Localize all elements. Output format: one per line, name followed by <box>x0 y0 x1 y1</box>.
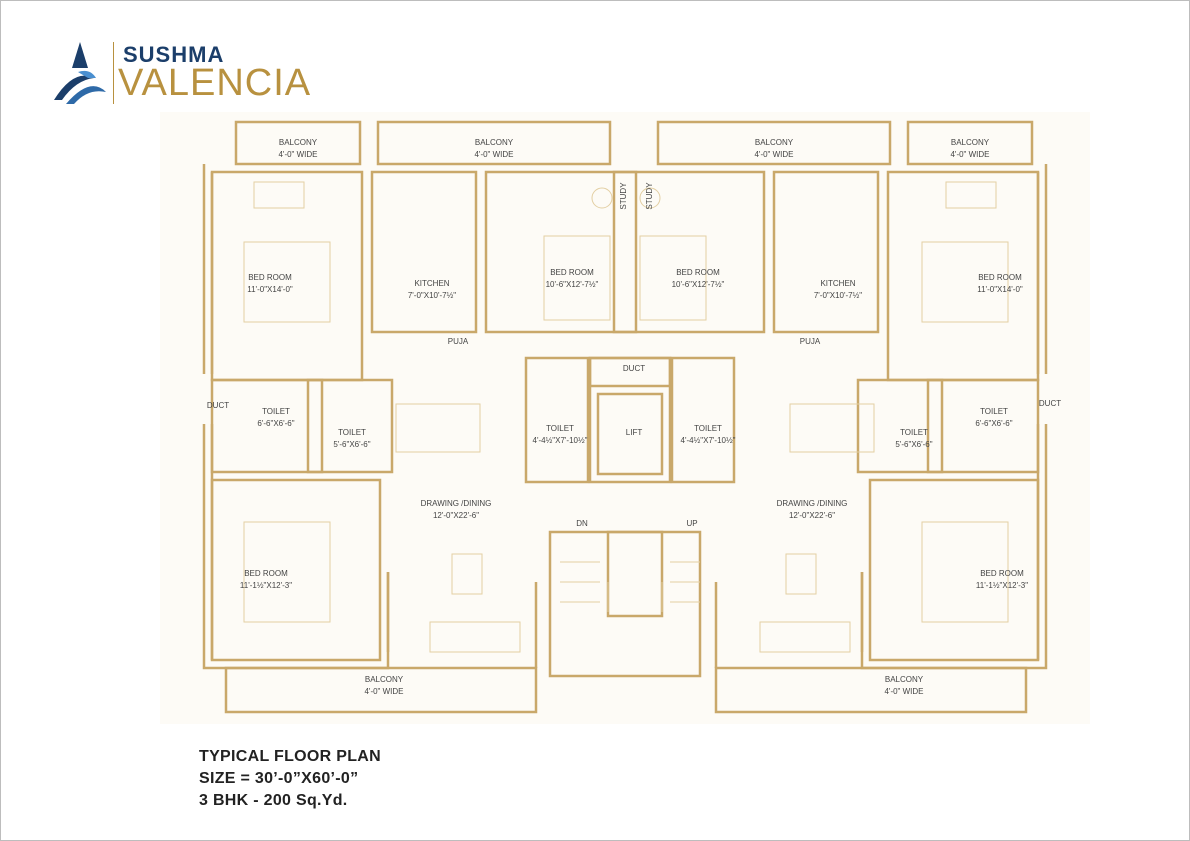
balcony-dim: 4'-0" WIDE <box>474 150 513 159</box>
puja-label: PUJA <box>448 337 469 346</box>
stair-down-label: DN <box>576 519 588 528</box>
drawing-dining-label: DRAWING /DINING <box>421 499 492 508</box>
floor-plan: BALCONY 4'-0" WIDE BALCONY 4'-0" WIDE BA… <box>160 112 1090 724</box>
bedroom-label: BED ROOM <box>978 273 1022 282</box>
brand-name: SUSHMA <box>123 42 225 67</box>
toilet-label: TOILET <box>980 407 1008 416</box>
toilet-dim: 5'-6"X6'-6" <box>333 440 370 449</box>
bedroom-dim: 11'-1½"X12'-3" <box>976 581 1028 590</box>
study-label: STUDY <box>619 182 628 210</box>
toilet-dim: 4'-4½"X7'-10½" <box>681 436 736 445</box>
balcony-dim: 4'-0" WIDE <box>884 687 923 696</box>
caption-size: SIZE = 30’-0”X60’-0” <box>199 770 359 787</box>
furniture <box>243 181 1009 653</box>
toilet-label: TOILET <box>546 424 574 433</box>
bedroom-dim: 11'-0"X14'-0" <box>977 285 1023 294</box>
toilet-dim: 5'-6"X6'-6" <box>895 440 932 449</box>
caption-title: TYPICAL FLOOR PLAN <box>199 748 381 765</box>
bedroom-dim: 10'-6"X12'-7½" <box>546 280 599 289</box>
balcony-dim: 4'-0" WIDE <box>754 150 793 159</box>
lift-label: LIFT <box>626 428 643 437</box>
toilet-dim: 6'-6"X6'-6" <box>257 419 294 428</box>
brand-logo: SUSHMA VALENCIA <box>50 38 320 110</box>
caption-type: 3 BHK - 200 Sq.Yd. <box>199 792 348 809</box>
brand-divider <box>113 42 114 104</box>
bedroom-label: BED ROOM <box>980 569 1024 578</box>
balcony-label: BALCONY <box>885 675 924 684</box>
room-labels: BALCONY 4'-0" WIDE BALCONY 4'-0" WIDE BA… <box>207 138 1061 696</box>
balcony-label: BALCONY <box>951 138 990 147</box>
kitchen-dim: 7'-0"X10'-7½" <box>814 291 862 300</box>
toilet-dim: 6'-6"X6'-6" <box>975 419 1012 428</box>
toilet-label: TOILET <box>338 428 366 437</box>
puja-label: PUJA <box>800 337 821 346</box>
balcony-label: BALCONY <box>365 675 404 684</box>
walls <box>202 120 1048 714</box>
bedroom-label: BED ROOM <box>244 569 288 578</box>
stair-up-label: UP <box>686 519 697 528</box>
balcony-dim: 4'-0" WIDE <box>364 687 403 696</box>
duct-label: DUCT <box>623 364 645 373</box>
bedroom-label: BED ROOM <box>676 268 720 277</box>
kitchen-dim: 7'-0"X10'-7½" <box>408 291 456 300</box>
kitchen-label: KITCHEN <box>414 279 449 288</box>
balcony-dim: 4'-0" WIDE <box>278 150 317 159</box>
duct-label: DUCT <box>1039 399 1061 408</box>
drawing-dining-dim: 12'-0"X22'-6" <box>789 511 835 520</box>
brand-project-name: VALENCIA <box>118 62 312 104</box>
drawing-dining-dim: 12'-0"X22'-6" <box>433 511 479 520</box>
logo-mark-icon <box>54 42 106 104</box>
toilet-label: TOILET <box>262 407 290 416</box>
study-label: STUDY <box>645 182 654 210</box>
duct-label: DUCT <box>207 401 229 410</box>
bedroom-label: BED ROOM <box>550 268 594 277</box>
bedroom-dim: 10'-6"X12'-7½" <box>672 280 725 289</box>
kitchen-label: KITCHEN <box>820 279 855 288</box>
toilet-dim: 4'-4½"X7'-10½" <box>533 436 588 445</box>
bedroom-dim: 11'-0"X14'-0" <box>247 285 293 294</box>
floor-plan-drawing: BALCONY 4'-0" WIDE BALCONY 4'-0" WIDE BA… <box>202 120 1061 714</box>
bedroom-label: BED ROOM <box>248 273 292 282</box>
toilet-label: TOILET <box>694 424 722 433</box>
plan-caption: TYPICAL FLOOR PLAN SIZE = 30’-0”X60’-0” … <box>199 746 381 812</box>
balcony-label: BALCONY <box>279 138 318 147</box>
balcony-label: BALCONY <box>755 138 794 147</box>
balcony-label: BALCONY <box>475 138 514 147</box>
drawing-dining-label: DRAWING /DINING <box>777 499 848 508</box>
balcony-dim: 4'-0" WIDE <box>950 150 989 159</box>
toilet-label: TOILET <box>900 428 928 437</box>
bedroom-dim: 11'-1½"X12'-3" <box>240 581 292 590</box>
